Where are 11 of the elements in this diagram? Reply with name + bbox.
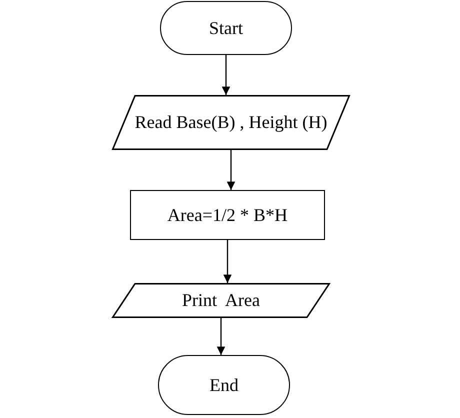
node-label: Read Base(B) , Height (H) bbox=[134, 112, 328, 133]
arrow bbox=[222, 55, 230, 95]
arrow bbox=[216, 318, 226, 355]
arrow bbox=[223, 240, 232, 283]
node-label: Area=1/2 * B*H bbox=[167, 204, 288, 226]
arrow bbox=[226, 150, 236, 190]
process-box bbox=[130, 190, 325, 240]
node-label: Start bbox=[209, 18, 243, 38]
terminal-shape bbox=[160, 1, 292, 55]
node-label: End bbox=[210, 374, 238, 396]
node-label: Print Area bbox=[182, 290, 260, 311]
